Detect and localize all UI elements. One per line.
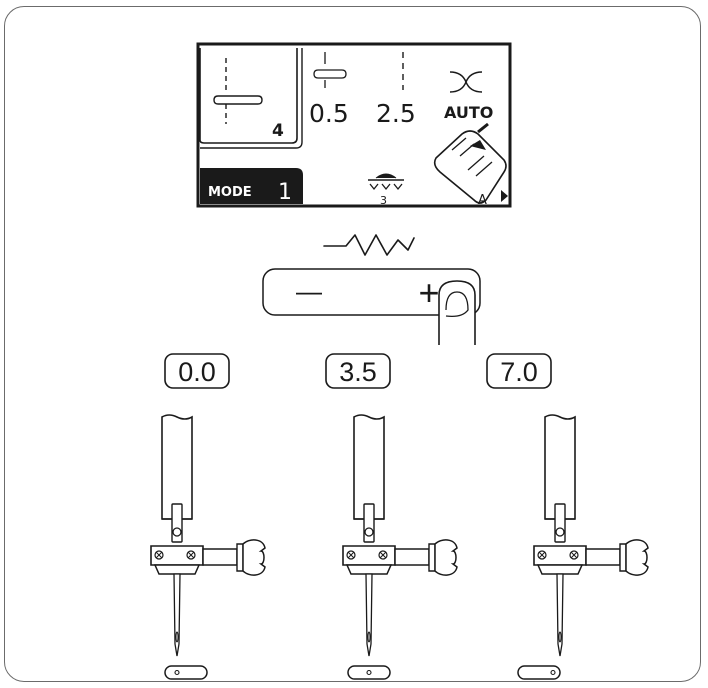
needle-assembly-left (150, 414, 266, 680)
tension-value: AUTO (444, 103, 493, 122)
needle-position-icon (213, 58, 263, 124)
zigzag-stitch-icon (323, 234, 415, 256)
width-adjust-button[interactable]: — + (262, 268, 481, 316)
minus-symbol[interactable]: — (296, 276, 322, 306)
needle-assembly-center (342, 414, 458, 680)
width-value-2-box: 7.0 (486, 353, 552, 389)
stitch-width-value: 0.5 (309, 99, 349, 128)
diagram-frame (4, 6, 701, 682)
needle-plate-slot-left (164, 665, 208, 680)
lcd-display: 4 0.5 2.5 AUTO MODE 1 3 (196, 42, 512, 208)
width-value-0: 0.0 (178, 357, 216, 387)
mode-badge (200, 168, 303, 204)
needle-panel (199, 48, 298, 144)
width-value-1-box: 3.5 (325, 353, 391, 389)
presser-foot-label: A (478, 193, 487, 208)
lcd-scroll-arrow (501, 190, 508, 202)
mode-number: 1 (278, 180, 292, 205)
needle-position-value: 4 (272, 121, 284, 141)
needle-assembly-right (517, 414, 649, 680)
width-value-2: 7.0 (500, 357, 538, 387)
presser-foot-icon (433, 122, 507, 204)
feed-dog-value: 3 (380, 194, 387, 207)
stitch-length-value: 2.5 (376, 99, 416, 128)
width-value-1: 3.5 (339, 357, 377, 387)
stitch-width-icon (313, 52, 347, 88)
needle-plate-slot-right (517, 665, 561, 680)
feed-dog-icon (368, 173, 404, 191)
tension-icon (449, 71, 483, 93)
width-value-0-box: 0.0 (164, 353, 230, 389)
needle-plate-slot-center (347, 665, 391, 680)
mode-label: MODE (208, 185, 252, 200)
finger-icon (438, 280, 476, 345)
plus-symbol[interactable]: + (418, 272, 439, 313)
